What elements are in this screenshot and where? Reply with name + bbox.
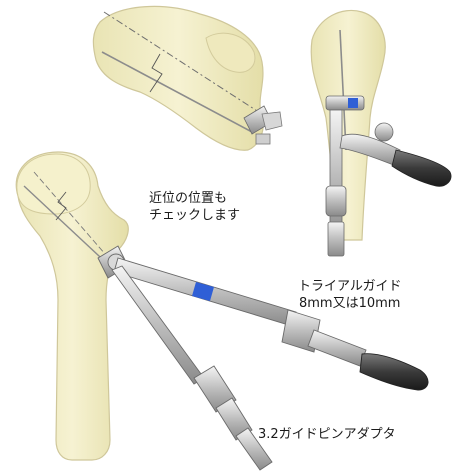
proximal-check-line2: チェックします — [149, 207, 240, 224]
trial-guide-line1: トライアルガイド — [298, 278, 401, 295]
trial-guide-line2: 8mm又は10mm — [298, 295, 401, 312]
lateral-adapter-shaft — [330, 110, 342, 240]
pin-adapter-caption: 3.2ガイドピンアダプタ — [258, 426, 396, 443]
lateral-femur-view — [311, 10, 451, 256]
lateral-guide-sleeve — [326, 96, 364, 110]
pin-adapter-arm — [112, 266, 272, 470]
lateral-adapter-collar — [326, 186, 346, 216]
proximal-femur-bone — [93, 6, 263, 150]
proximal-check-line1: 近位の位置も — [149, 190, 240, 207]
lateral-adapter-tip — [328, 222, 344, 256]
proximal-check-caption: 近位の位置も チェックします — [149, 190, 240, 224]
lateral-femur-bone — [311, 10, 385, 240]
lateral-blue-marker — [348, 98, 358, 108]
femoral-head — [17, 154, 90, 214]
proximal-femur-view — [93, 6, 282, 150]
trial-guide-caption: トライアルガイド 8mm又は10mm — [298, 278, 401, 312]
